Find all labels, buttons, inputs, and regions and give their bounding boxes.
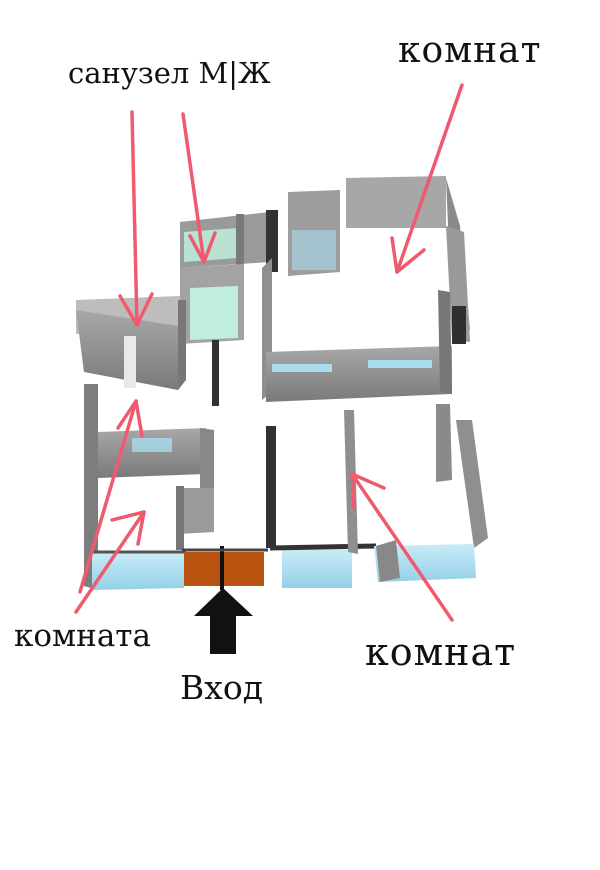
hall-dark-post: [266, 426, 276, 548]
bathroom-dark-post: [266, 210, 278, 272]
arrow-room-bottom-left-1: [78, 399, 144, 594]
bathroom-lower-window: [190, 286, 238, 340]
label-room-bottom-left: комната: [14, 618, 151, 654]
central-post: [212, 340, 219, 406]
arrow-room-bottom-left-2: [74, 510, 146, 614]
tr-front-window-right: [368, 360, 432, 368]
top-right-room: [262, 176, 470, 402]
ll-bottom-window: [92, 552, 184, 590]
arrow-sanuzel-left: [118, 110, 154, 327]
ll-lower-post: [176, 486, 184, 550]
lower-left-rooms: [84, 384, 214, 590]
label-room-top-right: комнат: [398, 30, 542, 71]
arrow-sanuzel-right: [181, 112, 217, 264]
lr-bottom-window: [374, 544, 476, 582]
arrow-room-top-right: [390, 83, 464, 274]
tr-front-window-left: [272, 364, 332, 372]
tr-right-dark-post: [452, 306, 466, 344]
label-room-bottom-right: комнат: [365, 630, 517, 674]
ll-mid-window: [132, 438, 172, 452]
entrance-door-right: [224, 552, 264, 586]
hall-window: [282, 550, 352, 588]
annotation-arrows: [74, 83, 464, 622]
entrance-doors: [182, 546, 268, 590]
left-room-door-gap: [124, 336, 136, 388]
label-sanuzel: санузел М|Ж: [68, 56, 271, 90]
lr-right-wall: [456, 420, 488, 548]
tr-back-wall-right: [346, 176, 446, 228]
left-room-block: [76, 296, 186, 390]
tr-front-right-wall: [438, 290, 452, 394]
left-room-side: [178, 300, 186, 390]
ll-lower-wall: [178, 488, 214, 534]
bathroom-partition: [236, 214, 244, 270]
lr-back-right-wall: [436, 404, 452, 482]
lower-right-rooms: [266, 404, 488, 588]
lr-inner-wall: [376, 540, 400, 582]
tr-front-wall: [266, 346, 452, 402]
entrance-arrow-icon: [194, 588, 253, 654]
label-entrance: Вход: [180, 668, 264, 707]
arrow-room-bottom-right: [350, 472, 454, 622]
hall-top-beam: [269, 543, 377, 551]
tr-back-window: [292, 230, 336, 270]
entrance-door-left: [184, 552, 220, 586]
